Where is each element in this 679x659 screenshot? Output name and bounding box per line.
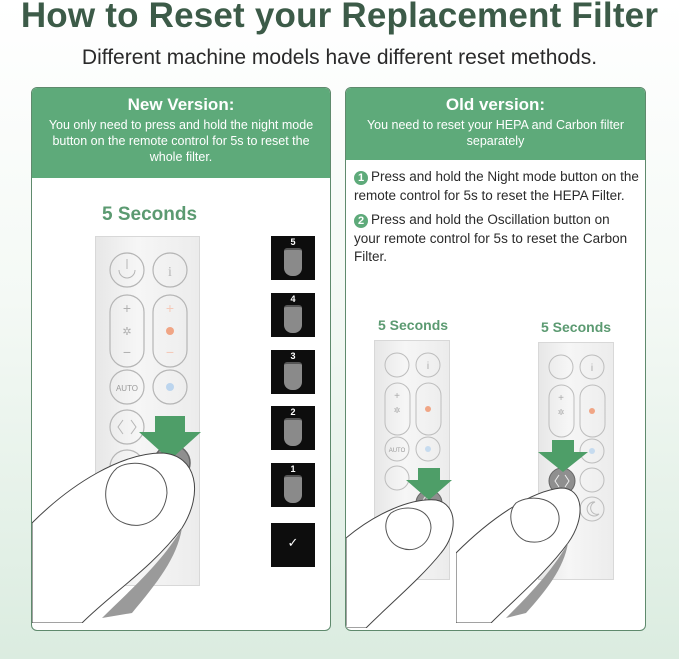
finger-illustration <box>32 452 196 623</box>
countdown-tile-5: 5 <box>271 236 315 280</box>
filter-icon <box>284 362 302 390</box>
countdown-tile-3: 3 <box>271 350 315 394</box>
countdown-tile-4: 4 <box>271 293 315 337</box>
arrow-down-icon <box>139 416 201 460</box>
arrow-down-icon <box>538 440 588 472</box>
svg-text:+: + <box>166 300 174 316</box>
countdown-tile-done: ✓ <box>271 523 315 567</box>
old-version-title: Old version: <box>445 95 546 114</box>
filter-icon <box>284 475 302 503</box>
timer-label-carbon: 5 Seconds <box>541 319 612 335</box>
filter-icon <box>284 248 302 276</box>
old-version-header: Old version: You need to reset your HEPA… <box>346 88 645 160</box>
countdown-tile-2: 2 <box>271 406 315 450</box>
countdown-tile-1: 1 <box>271 463 315 507</box>
old-version-description: You need to reset your HEPA and Carbon f… <box>366 118 625 148</box>
page-title: How to Reset your Replacement Filter <box>20 0 659 35</box>
step-number-icon: 1 <box>354 171 368 185</box>
new-version-description: You only need to press and hold the nigh… <box>48 118 314 164</box>
old-version-panel: Old version: You need to reset your HEPA… <box>345 87 646 631</box>
svg-text:i: i <box>168 265 172 280</box>
arrow-down-icon <box>406 468 452 500</box>
svg-text:+: + <box>558 393 564 404</box>
finger-illustration <box>346 499 454 628</box>
new-version-panel: New Version: You only need to press and … <box>31 87 331 631</box>
svg-text:✲: ✲ <box>122 326 131 338</box>
remote-buttons-illustration: AUTO + ✲ i <box>384 352 442 491</box>
svg-text:i: i <box>427 361 429 372</box>
svg-text:✲: ✲ <box>558 408 565 417</box>
svg-text:+: + <box>394 391 400 402</box>
svg-text:−: − <box>166 344 174 360</box>
finger-illustration <box>456 487 581 623</box>
checkmark-icon: ✓ <box>287 535 299 550</box>
page-subtitle: Different machine models have different … <box>81 46 598 69</box>
svg-text:i: i <box>591 363 593 374</box>
svg-text:AUTO: AUTO <box>389 448 406 454</box>
svg-text:−: − <box>123 344 131 360</box>
svg-text:AUTO: AUTO <box>116 384 138 393</box>
new-version-header: New Version: You only need to press and … <box>32 88 330 178</box>
filter-icon <box>284 305 302 333</box>
svg-text:✲: ✲ <box>394 406 401 415</box>
filter-icon <box>284 418 302 446</box>
svg-text:+: + <box>123 300 131 316</box>
new-version-title: New Version: <box>127 95 235 114</box>
timer-label: 5 Seconds <box>102 204 198 225</box>
step-number-icon: 2 <box>354 214 368 228</box>
timer-label-hepa: 5 Seconds <box>378 317 449 333</box>
